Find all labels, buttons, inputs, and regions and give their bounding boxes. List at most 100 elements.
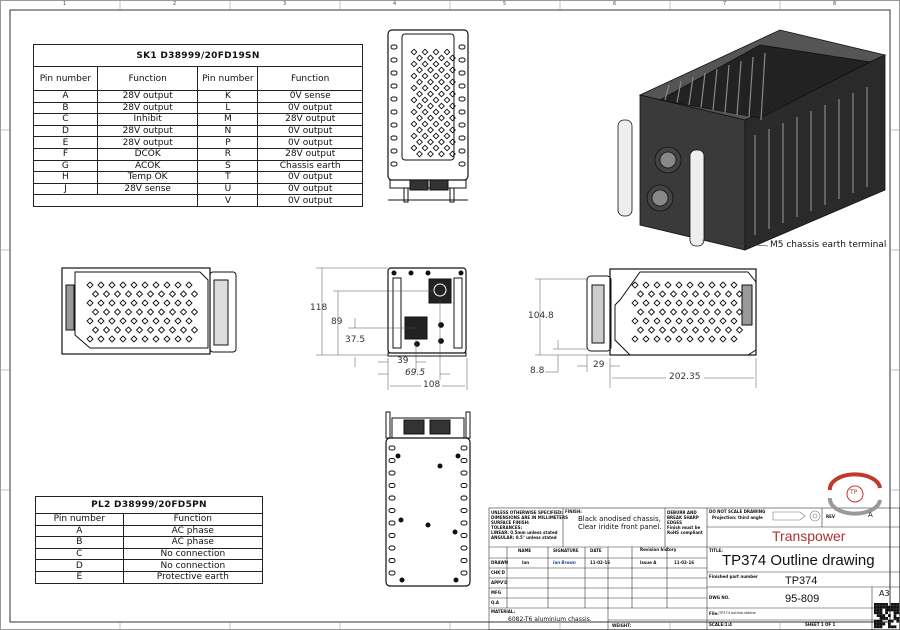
qr-module [879, 622, 883, 626]
vent-hole [416, 78, 423, 86]
qr-module [896, 617, 900, 620]
qr-module [876, 608, 880, 612]
qr-module [874, 605, 877, 609]
iso-slot [724, 64, 730, 113]
vent-hole [91, 290, 100, 298]
slot [390, 83, 398, 89]
vent-hole [130, 281, 138, 289]
slot [460, 445, 468, 451]
iso-slot [760, 52, 766, 121]
pin-function: 28V sense [96, 182, 199, 196]
vent-hole [680, 326, 689, 334]
vent-hole [647, 326, 656, 334]
slot [390, 161, 398, 167]
pin-function: 28V output [257, 113, 363, 126]
vent-hole [135, 326, 144, 334]
vent-hole [432, 120, 440, 128]
note-line: SURFACE FINISH: [491, 520, 530, 525]
zone-number: 3 [283, 1, 287, 7]
slot [390, 135, 398, 141]
row-label: APPV'D [491, 580, 508, 585]
vent-hole [443, 108, 451, 116]
row-label: MFG [491, 590, 501, 595]
vent-hole [686, 281, 694, 289]
vent-hole [179, 308, 188, 316]
dimension-label: 39 [397, 356, 409, 366]
vent-hole [713, 308, 722, 316]
vent-hole [443, 144, 451, 152]
vent-hole [642, 317, 650, 325]
vent-hole [432, 60, 440, 68]
vent-hole [168, 326, 177, 334]
drawn-date: 11-02-16 [590, 560, 611, 565]
vent-hole [664, 335, 672, 343]
col-header: DATE [590, 548, 602, 553]
qr-module [890, 619, 894, 623]
pin-number: B [35, 536, 124, 549]
vent-hole [86, 281, 94, 289]
vent-hole [642, 281, 650, 289]
vent-hole [97, 317, 105, 325]
vent-hole [108, 317, 116, 325]
row-label: Q.A [491, 600, 500, 605]
slot [460, 533, 468, 538]
revision-history-label: Revision history [640, 547, 677, 552]
vent-hole [697, 317, 705, 325]
vent-hole [421, 96, 429, 104]
pin-number: A [35, 524, 124, 538]
slot [388, 520, 396, 526]
vent-hole [631, 299, 639, 307]
note-line: ANGULAR: 0.5° unless stated [491, 535, 557, 540]
slot [388, 533, 396, 538]
vent-hole [664, 281, 672, 289]
vent-hole [686, 317, 694, 325]
vent-hole [636, 326, 645, 334]
finish-line: Clear iridite front panel. [578, 523, 662, 531]
vent-hole [421, 132, 429, 140]
qr-module [876, 622, 880, 626]
vent-hole [691, 290, 700, 298]
qr-module [896, 611, 900, 615]
drawing-title: TP374 Outline drawing [722, 552, 875, 569]
qr-module [888, 625, 891, 629]
pin-function: 0V sense [257, 90, 363, 103]
iso-slot [736, 60, 742, 116]
pin-number: C [33, 113, 98, 126]
qr-module [888, 605, 891, 609]
vent-hole [443, 48, 451, 56]
right-side-view [586, 268, 757, 356]
bottom-view [385, 411, 471, 587]
pin-number: S [197, 159, 259, 173]
zone-number: 2 [173, 1, 177, 7]
vent-hole [735, 326, 744, 334]
pin-function: Chassis earth [257, 159, 363, 173]
vent-hole [719, 281, 727, 289]
vent-hole [416, 102, 423, 110]
dimension-label: 89 [331, 317, 343, 327]
zone-number: 8 [833, 1, 837, 7]
vent-hole [421, 120, 429, 128]
vent-hole [730, 281, 738, 289]
slot [388, 470, 396, 476]
vent-hole [157, 308, 166, 316]
qr-module [888, 619, 891, 623]
vent-hole [421, 48, 429, 56]
vent-hole [702, 326, 711, 334]
vent-hole [438, 102, 445, 110]
qr-module [882, 614, 886, 617]
dimension-label: 104.8 [528, 311, 554, 321]
vent-hole [449, 150, 456, 158]
vent-hole [410, 144, 418, 152]
vent-hole [163, 299, 171, 307]
dimension-label: 37.5 [345, 335, 366, 345]
vent-hole [669, 326, 678, 334]
vent-hole [113, 308, 122, 316]
zone-number: 6 [613, 1, 617, 7]
slot [460, 508, 468, 513]
note-line: UNLESS OTHERWISE SPECIFIED: [491, 510, 563, 515]
column-header: Function [122, 513, 264, 526]
vent-hole [185, 317, 193, 325]
vent-hole [141, 317, 149, 325]
